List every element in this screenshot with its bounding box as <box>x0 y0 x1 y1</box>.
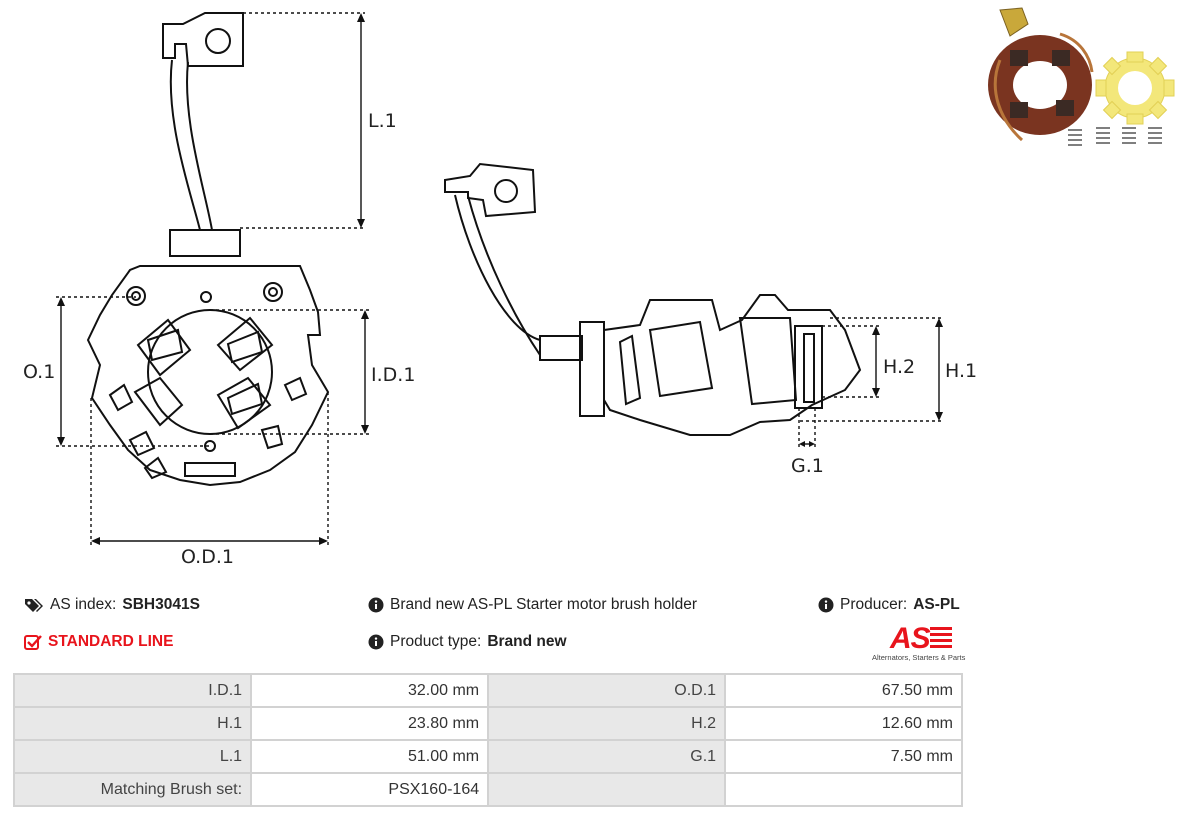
logo-stripes <box>930 627 952 648</box>
logo-mark: AS <box>890 622 931 655</box>
tags-icon <box>25 599 43 612</box>
table-row: H.1 23.80 mm H.2 12.60 mm <box>12 706 963 741</box>
spec-value: 7.50 mm <box>724 739 963 774</box>
spec-label: L.1 <box>12 739 253 774</box>
spec-label-empty <box>487 772 727 807</box>
info-icon <box>818 597 834 613</box>
spec-value: PSX160-164 <box>250 772 490 807</box>
producer: Producer: AS-PL <box>818 596 960 614</box>
spec-value: 23.80 mm <box>250 706 490 741</box>
label-o1: O.1 <box>23 361 55 383</box>
check-square-icon <box>24 635 42 650</box>
spec-label: I.D.1 <box>12 673 253 708</box>
spec-label: Matching Brush set: <box>12 772 253 807</box>
logo-tagline: Alternators, Starters & Parts <box>872 653 966 662</box>
as-pl-logo: AS Alternators, Starters & Parts <box>870 622 966 664</box>
producer-value: AS-PL <box>913 596 960 613</box>
product-type: Product type: Brand new <box>368 633 567 651</box>
specs-table: I.D.1 32.00 mm O.D.1 67.50 mm H.1 23.80 … <box>12 673 963 807</box>
label-od1: O.D.1 <box>181 546 234 568</box>
label-id1: I.D.1 <box>371 364 415 386</box>
product-type-value: Brand new <box>487 633 567 650</box>
label-g1: G.1 <box>791 455 824 477</box>
as-index: AS index: SBH3041S <box>24 596 200 614</box>
spec-value-empty <box>724 772 963 807</box>
table-row: L.1 51.00 mm G.1 7.50 mm <box>12 739 963 774</box>
producer-label: Producer: <box>840 596 908 613</box>
label-h1: H.1 <box>945 360 977 382</box>
spec-label: O.D.1 <box>487 673 727 708</box>
as-index-value: SBH3041S <box>122 596 200 613</box>
spec-value: 32.00 mm <box>250 673 490 708</box>
label-h2: H.2 <box>883 356 915 378</box>
spec-value: 67.50 mm <box>724 673 963 708</box>
spec-label: H.1 <box>12 706 253 741</box>
description: Brand new AS-PL Starter motor brush hold… <box>368 596 697 614</box>
table-row: I.D.1 32.00 mm O.D.1 67.50 mm <box>12 673 963 708</box>
info-icon <box>368 634 384 650</box>
spec-label: H.2 <box>487 706 727 741</box>
label-l1: L.1 <box>368 110 397 132</box>
product-photo <box>988 7 1175 146</box>
spec-value: 12.60 mm <box>724 706 963 741</box>
standard-line: STANDARD LINE <box>24 633 173 651</box>
product-type-label: Product type: <box>390 633 482 650</box>
table-row: Matching Brush set: PSX160-164 <box>12 772 963 807</box>
standard-line-label: STANDARD LINE <box>48 633 174 650</box>
description-text: Brand new AS-PL Starter motor brush hold… <box>390 596 697 613</box>
info-icon <box>368 597 384 613</box>
as-index-label: AS index: <box>50 596 117 613</box>
technical-drawing: L.1 O.1 I.D.1 O.D.1 H.2 H.1 G.1 <box>23 7 1175 568</box>
spec-value: 51.00 mm <box>250 739 490 774</box>
spec-label: G.1 <box>487 739 727 774</box>
